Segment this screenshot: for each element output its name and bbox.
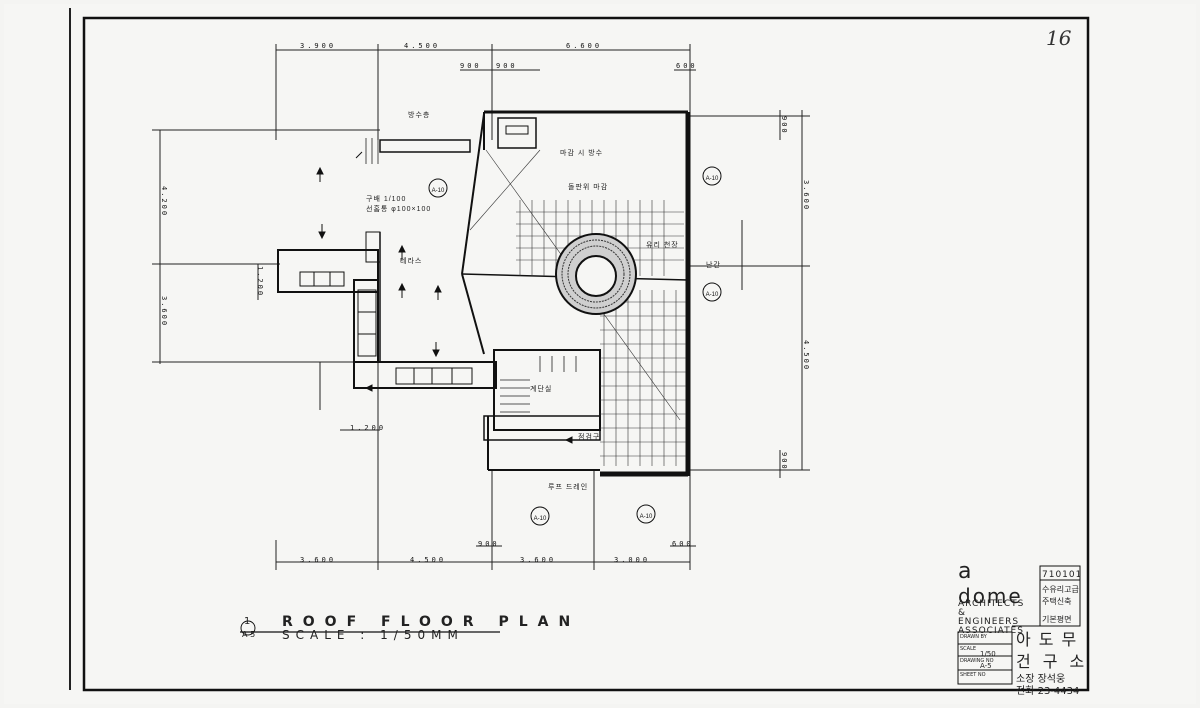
dim-bottom-3: 3.600 [520,556,557,564]
dim-top-1: 3.900 [300,42,337,50]
note-terrace: 테라스 [400,258,423,265]
note-stair: 계단실 [530,386,553,393]
scale-value: 1/50 [980,650,996,658]
project-number: 710101 [1042,570,1083,580]
dim-right-3: 900 [780,116,788,135]
note-slope: 구배 1/100 [366,196,407,203]
drawing-no-value: A-5 [980,662,992,670]
drawing-ref-number: 1 [244,616,251,627]
scale-label: SCALE [960,646,977,652]
round-skylight [555,233,637,315]
dim-top-5: 900 [496,62,518,70]
top-dimension-lines [275,44,696,140]
dim-left-3: 1.200 [256,266,264,298]
dim-bottom-2: 4.500 [410,556,447,564]
stair-treads [365,138,577,413]
note-stone: 돌판위 마감 [568,184,609,191]
west-windows [299,231,473,385]
dim-bottom-4: 3.000 [614,556,651,564]
note-railing: 난간 [706,262,721,269]
dim-left-2: 3.600 [160,296,168,328]
dim-top-3: 6.600 [566,42,603,50]
dim-top-4: 900 [460,62,482,70]
left-dimension-lines [152,129,380,431]
callout-label-2: A-10 [705,176,719,182]
office-subtitle: 건구소 [1016,652,1097,671]
drawing-no-label: DRAWING NO [960,658,994,664]
slope-arrows [316,151,580,444]
section-callouts [240,166,722,636]
dim-right-4: 900 [780,452,788,471]
firm-logo: a [958,559,973,584]
note-glass-ceiling: 유리 천장 [646,242,679,249]
callout-label-3: A-10 [705,292,719,298]
project-line-2: 주택신축 [1042,597,1072,606]
right-dimension-lines [690,110,810,478]
drawing-scale: SCALE : 1/50MM [282,628,464,642]
office-name: 아도무 [1016,630,1085,649]
note-hatch: 점검구 [578,434,601,441]
drawing-title: ROOF FLOOR PLAN [282,614,581,630]
dim-bottom-6: 600 [672,540,694,548]
project-line-3: 기본평면 [1042,615,1072,624]
firm-name: dome [958,584,1023,608]
note-waterproof: 방수층 [408,112,431,119]
callout-label-5: A-10 [639,514,653,520]
dim-bottom-1: 3.600 [300,556,337,564]
drawing-ref-sheet: A-5 [242,630,256,639]
dim-top-6: 600 [676,62,698,70]
note-roof-drain: 루프 드레인 [548,484,589,491]
building-outline [277,110,691,477]
dim-left-1: 4.200 [160,186,168,218]
office-person: 소장 장석웅 [1016,674,1066,685]
note-gutter: 선홈통 φ100×100 [366,206,432,213]
sheet-number: 16 [1046,26,1072,50]
dim-right-2: 4.500 [802,340,810,372]
bottom-dimension-lines [275,300,696,570]
drawn-by-label: DRAWN BY [960,634,987,640]
dim-right-1: 3.600 [802,180,810,212]
drawing-border [82,16,1090,692]
dim-top-2: 4.500 [404,42,441,50]
office-telephone: 전화 23-4434 [1016,686,1080,697]
dim-left-4: 1.200 [350,424,387,432]
note-finish: 마감 시 방수 [560,150,604,157]
callout-label-4: A-10 [533,516,547,522]
title-block [957,565,1081,685]
firm-subtitle: ARCHITECTS & ENGINEERS ASSOCIATES [958,599,1025,636]
callout-label-1: A-10 [431,188,445,194]
project-line-1: 수유리고급 [1042,585,1079,594]
dim-bottom-5: 900 [478,540,500,548]
sheet-no-label: SHEET NO [960,672,986,678]
